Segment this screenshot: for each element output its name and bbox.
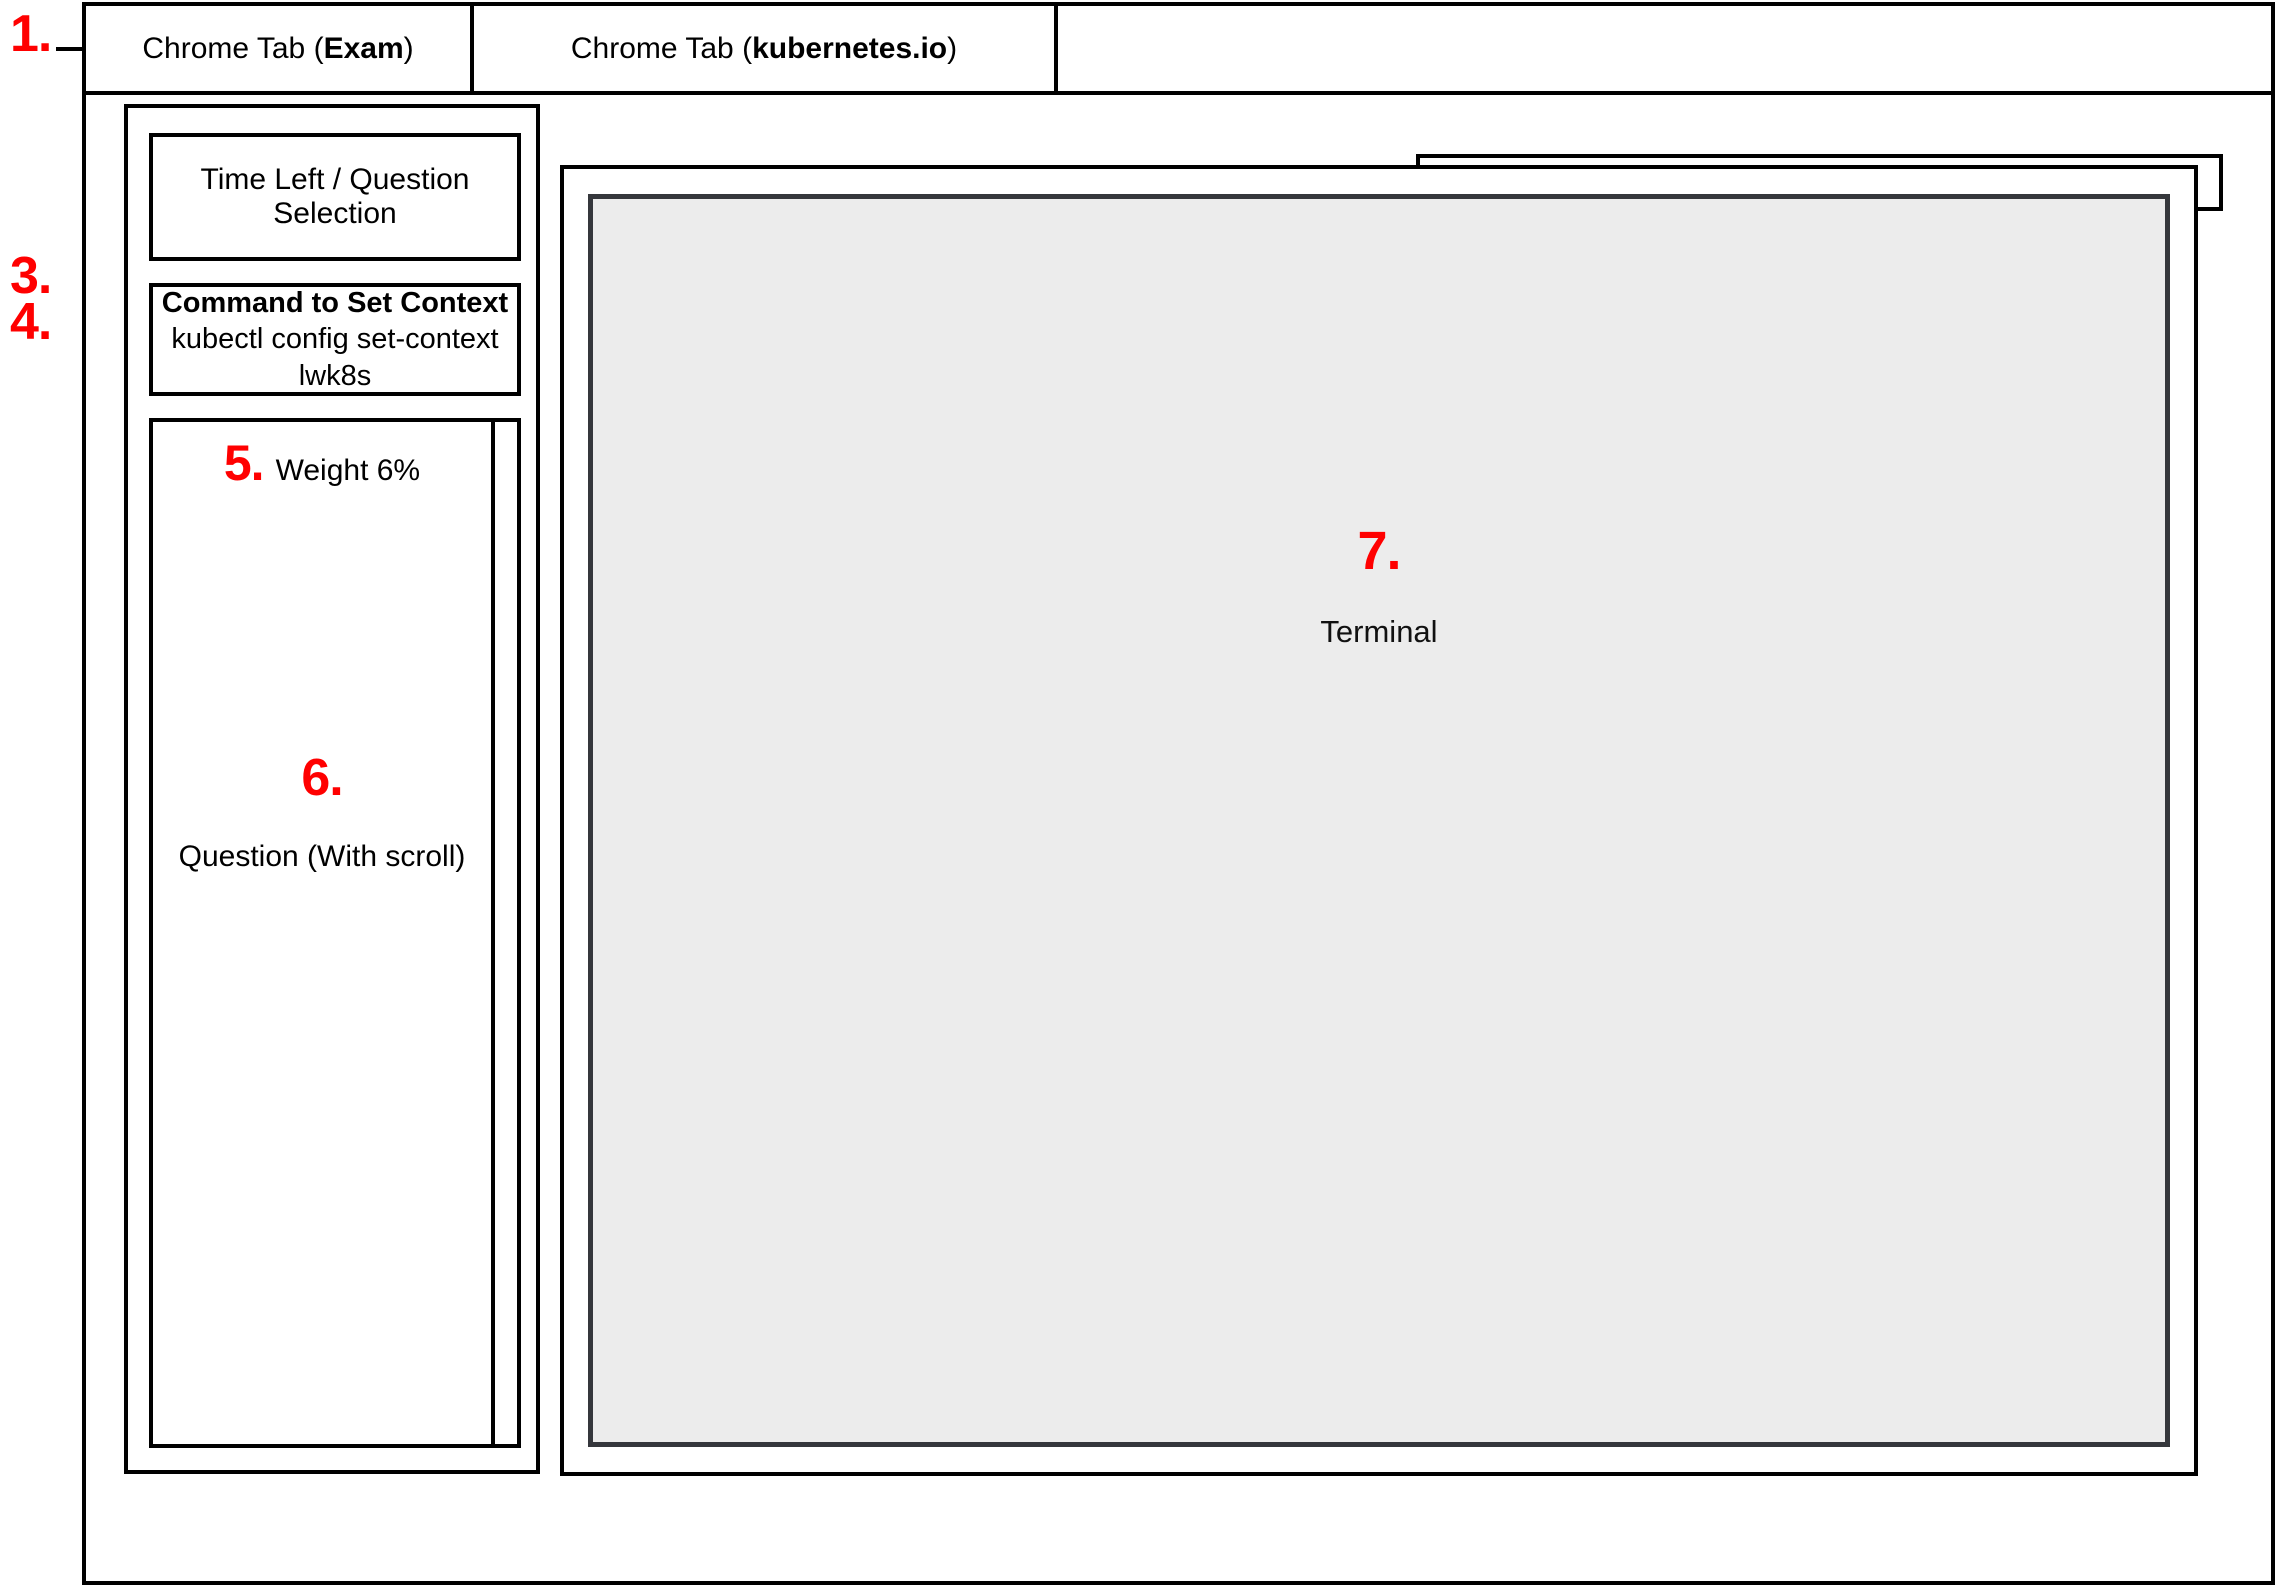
chrome-tab-kubernetes-io[interactable]: Chrome Tab (kubernetes.io): [474, 6, 1058, 91]
question-weight-row: 5. Weight 6%: [153, 438, 491, 488]
leader-line-1: [56, 47, 98, 51]
terminal-label: Terminal: [1320, 614, 1438, 649]
question-panel: 5. Weight 6% 6. Question (With scroll): [149, 418, 521, 1448]
terminal-label-group: 7. Terminal: [593, 524, 2165, 650]
time-left-label: Time Left / Question Selection: [200, 163, 470, 230]
set-context-title: Command to Set Context: [161, 287, 509, 320]
callout-number-6: 6.: [301, 749, 343, 807]
terminal-console[interactable]: 7. Terminal: [588, 194, 2170, 1447]
terminal-pane: 7. Terminal: [560, 165, 2198, 1476]
callout-number-5: 5.: [223, 435, 265, 491]
chrome-tab-exam-name: Exam: [323, 31, 404, 65]
browser-content-area: Exam Admin (End Exam, Refresh Console et…: [86, 95, 2271, 1581]
chrome-tab-exam-prefix: Chrome Tab (: [142, 31, 324, 65]
time-left-question-selection-panel[interactable]: Time Left / Question Selection: [149, 133, 521, 261]
chrome-tab-k8s-prefix: Chrome Tab (: [570, 31, 753, 65]
question-scroll-content: 5. Weight 6% 6. Question (With scroll): [153, 422, 495, 1444]
callout-number-3: 3.: [10, 247, 52, 305]
set-context-panel[interactable]: Command to Set Context kubectl config se…: [149, 283, 521, 396]
question-sidebar: Time Left / Question Selection Command t…: [124, 104, 540, 1474]
chrome-tab-k8s-name: kubernetes.io: [752, 31, 948, 65]
chrome-tab-k8s-suffix: ): [947, 31, 958, 65]
question-body-label: Question (With scroll): [178, 840, 466, 873]
question-weight-label: Weight 6%: [275, 454, 421, 487]
set-context-command[interactable]: kubectl config set-context lwk8s: [171, 323, 499, 392]
chrome-tab-exam-suffix: ): [403, 31, 414, 65]
question-scrollbar[interactable]: [495, 422, 517, 1444]
chrome-tab-strip: Chrome Tab (Exam) Chrome Tab (kubernetes…: [86, 6, 2271, 95]
browser-window: Chrome Tab (Exam) Chrome Tab (kubernetes…: [82, 2, 2275, 1585]
callout-number-7: 7.: [1357, 521, 1401, 581]
chrome-tab-empty-area[interactable]: [1058, 6, 2271, 91]
chrome-tab-exam[interactable]: Chrome Tab (Exam): [86, 6, 474, 91]
callout-number-1: 1.: [10, 5, 52, 63]
callout-number-4: 4.: [10, 293, 52, 351]
question-body-group: 6. Question (With scroll): [153, 752, 491, 874]
